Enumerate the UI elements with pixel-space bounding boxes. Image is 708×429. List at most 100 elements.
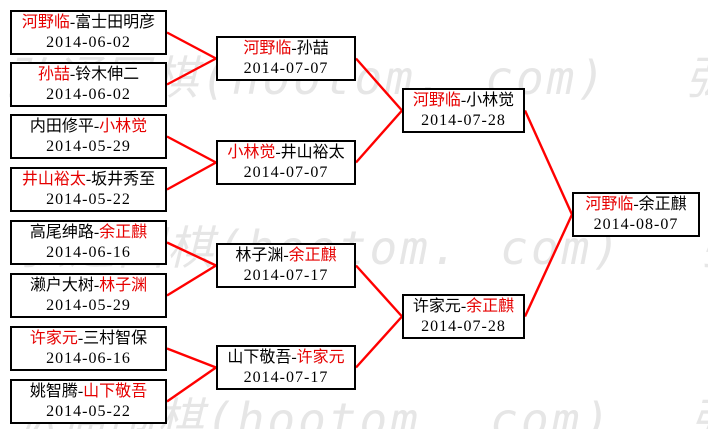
player-name: 山下敬吾	[227, 348, 292, 366]
player-name: 山下敬吾	[83, 382, 148, 400]
player-separator: -	[93, 223, 100, 241]
player-separator: -	[283, 246, 289, 264]
connector-line	[166, 241, 217, 267]
watermark-text-tile: 弘通围棋(hootom. com)	[700, 221, 708, 275]
connector-line	[166, 366, 217, 403]
connector-line	[166, 57, 217, 86]
player-separator: -	[291, 348, 297, 366]
player-separator: -	[77, 329, 84, 347]
player-name: 小林觉	[99, 117, 148, 135]
connector-line	[523, 213, 574, 318]
match-players: 河野临-余正麒	[585, 195, 686, 215]
player-name: 河野临	[412, 91, 461, 109]
player-separator: -	[633, 195, 639, 213]
match-date: 2014-05-29	[46, 296, 131, 314]
player-name: 余正麒	[288, 246, 337, 264]
player-name: 余正麒	[638, 195, 687, 213]
connector-line	[355, 57, 403, 112]
player-name: 姚智腾	[29, 382, 78, 400]
match-players: 濑户大树-林子渊	[30, 276, 147, 296]
player-name: 内田修平	[29, 117, 94, 135]
match-date: 2014-06-16	[46, 243, 131, 261]
player-name: 三村智保	[83, 329, 148, 347]
player-separator: -	[93, 117, 100, 135]
connector-line	[166, 31, 217, 60]
player-name: 许家元	[412, 297, 461, 315]
player-name: 许家元	[296, 348, 345, 366]
player-separator: -	[85, 170, 92, 188]
connector-line	[166, 135, 217, 164]
player-name: 小林觉	[227, 143, 276, 161]
player-name: 河野临	[21, 13, 70, 31]
match-date: 2014-07-17	[243, 368, 329, 386]
player-name: 余正麒	[99, 223, 148, 241]
match-date: 2014-07-28	[421, 111, 506, 129]
watermark-text-tile: 弘通围棋(hootom. com)	[685, 51, 708, 105]
match-date: 2014-05-29	[46, 137, 131, 155]
match-players: 小林觉-井山裕太	[227, 143, 344, 163]
player-name: 余正麒	[466, 297, 515, 315]
connector-line	[355, 315, 403, 369]
match-date: 2014-06-02	[46, 33, 131, 51]
match-players: 山下敬吾-许家元	[227, 348, 344, 368]
player-name: 铃木伸二	[75, 65, 140, 83]
connector-line	[166, 161, 217, 191]
match-date: 2014-07-07	[243, 163, 329, 181]
match-players: 高尾绅路-余正麒	[30, 223, 147, 243]
player-name: 坂井秀至	[91, 170, 156, 188]
match-date: 2014-06-02	[46, 85, 131, 103]
match-players: 河野临-孙喆	[243, 39, 328, 59]
match-date: 2014-07-07	[243, 59, 329, 77]
match-date: 2014-05-22	[46, 402, 131, 420]
match-players: 姚智腾-山下敬吾	[30, 382, 147, 402]
player-name: 林子渊	[99, 276, 148, 294]
player-name: 林子渊	[235, 246, 284, 264]
player-name: 濑户大树	[29, 276, 94, 294]
match-date: 2014-07-17	[243, 266, 329, 284]
match-players: 河野临-富士田明彦	[22, 13, 155, 33]
player-separator: -	[77, 382, 84, 400]
match-players: 孙喆-铃木伸二	[38, 65, 139, 85]
connector-line	[166, 264, 217, 297]
player-separator: -	[93, 276, 100, 294]
watermark-text-tile: 弘通围棋(hootom. com)	[690, 393, 708, 429]
player-name: 井山裕太	[280, 143, 345, 161]
connector-line	[523, 110, 574, 215]
match-date: 2014-07-28	[421, 317, 506, 335]
match-date: 2014-06-16	[46, 349, 131, 367]
player-name: 富士田明彦	[75, 13, 156, 31]
player-separator: -	[69, 65, 76, 83]
match-date: 2014-05-22	[46, 190, 131, 208]
match-date: 2014-08-07	[593, 215, 679, 233]
match-players: 许家元-余正麒	[413, 297, 514, 317]
match-players: 井山裕太-坂井秀至	[22, 170, 155, 190]
connector-line	[355, 109, 403, 164]
player-separator: -	[460, 297, 467, 315]
player-name: 许家元	[29, 329, 78, 347]
match-players: 林子渊-余正麒	[235, 246, 336, 266]
connector-line	[355, 264, 403, 318]
match-players: 许家元-三村智保	[30, 329, 147, 349]
player-name: 河野临	[585, 195, 634, 213]
match-players: 河野临-小林觉	[413, 91, 514, 111]
match-players: 内田修平-小林觉	[30, 117, 147, 137]
connector-line	[166, 347, 217, 369]
player-name: 井山裕太	[21, 170, 86, 188]
player-separator: -	[275, 143, 281, 161]
player-separator: -	[69, 13, 76, 31]
